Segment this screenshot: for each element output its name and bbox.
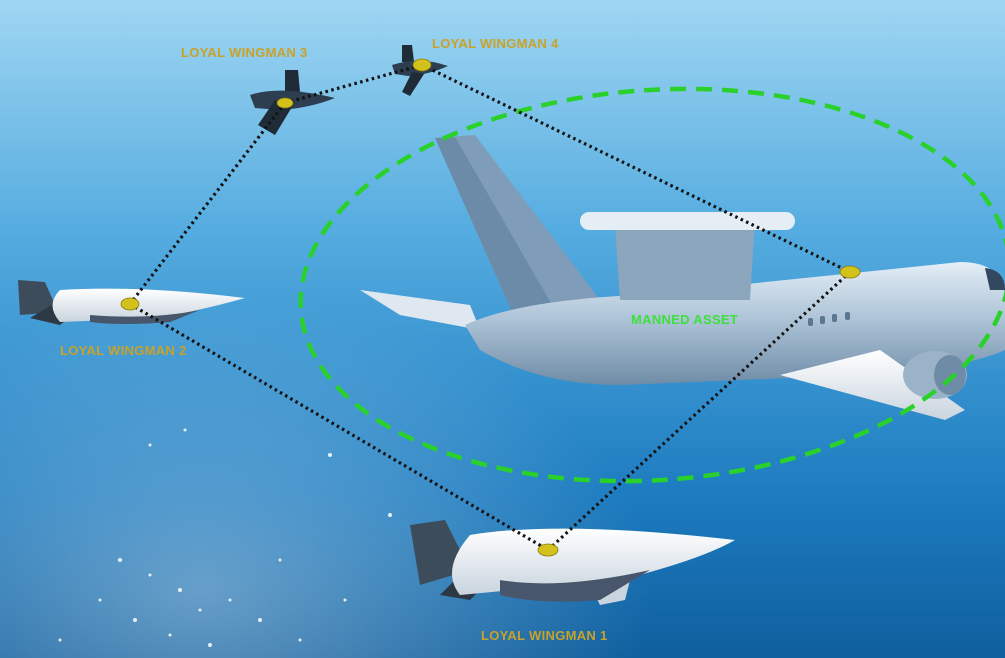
node-wingman-3 [276,97,294,109]
node-wingman-4 [412,58,432,72]
label-loyal-wingman-3: LOYAL WINGMAN 3 [181,45,308,60]
sparkles [58,428,392,647]
node-manned-asset [839,265,861,279]
link-w2-w1 [129,302,549,552]
label-loyal-wingman-2: LOYAL WINGMAN 2 [60,343,187,358]
link-w3-w2 [128,102,287,305]
aewc-aircraft-icon [360,135,1005,420]
uav-drone-icon [18,280,245,325]
label-loyal-wingman-1: LOYAL WINGMAN 1 [481,628,608,643]
uav-drone-icon [410,520,735,605]
link-w1-manned [546,270,852,552]
label-manned-asset: MANNED ASSET [631,312,739,327]
node-markers [120,58,861,557]
datalink-lines [128,63,852,552]
label-loyal-wingman-4: LOYAL WINGMAN 4 [432,36,559,51]
node-wingman-2 [120,297,140,311]
node-wingman-1 [537,543,559,557]
link-w4-manned [421,63,851,274]
